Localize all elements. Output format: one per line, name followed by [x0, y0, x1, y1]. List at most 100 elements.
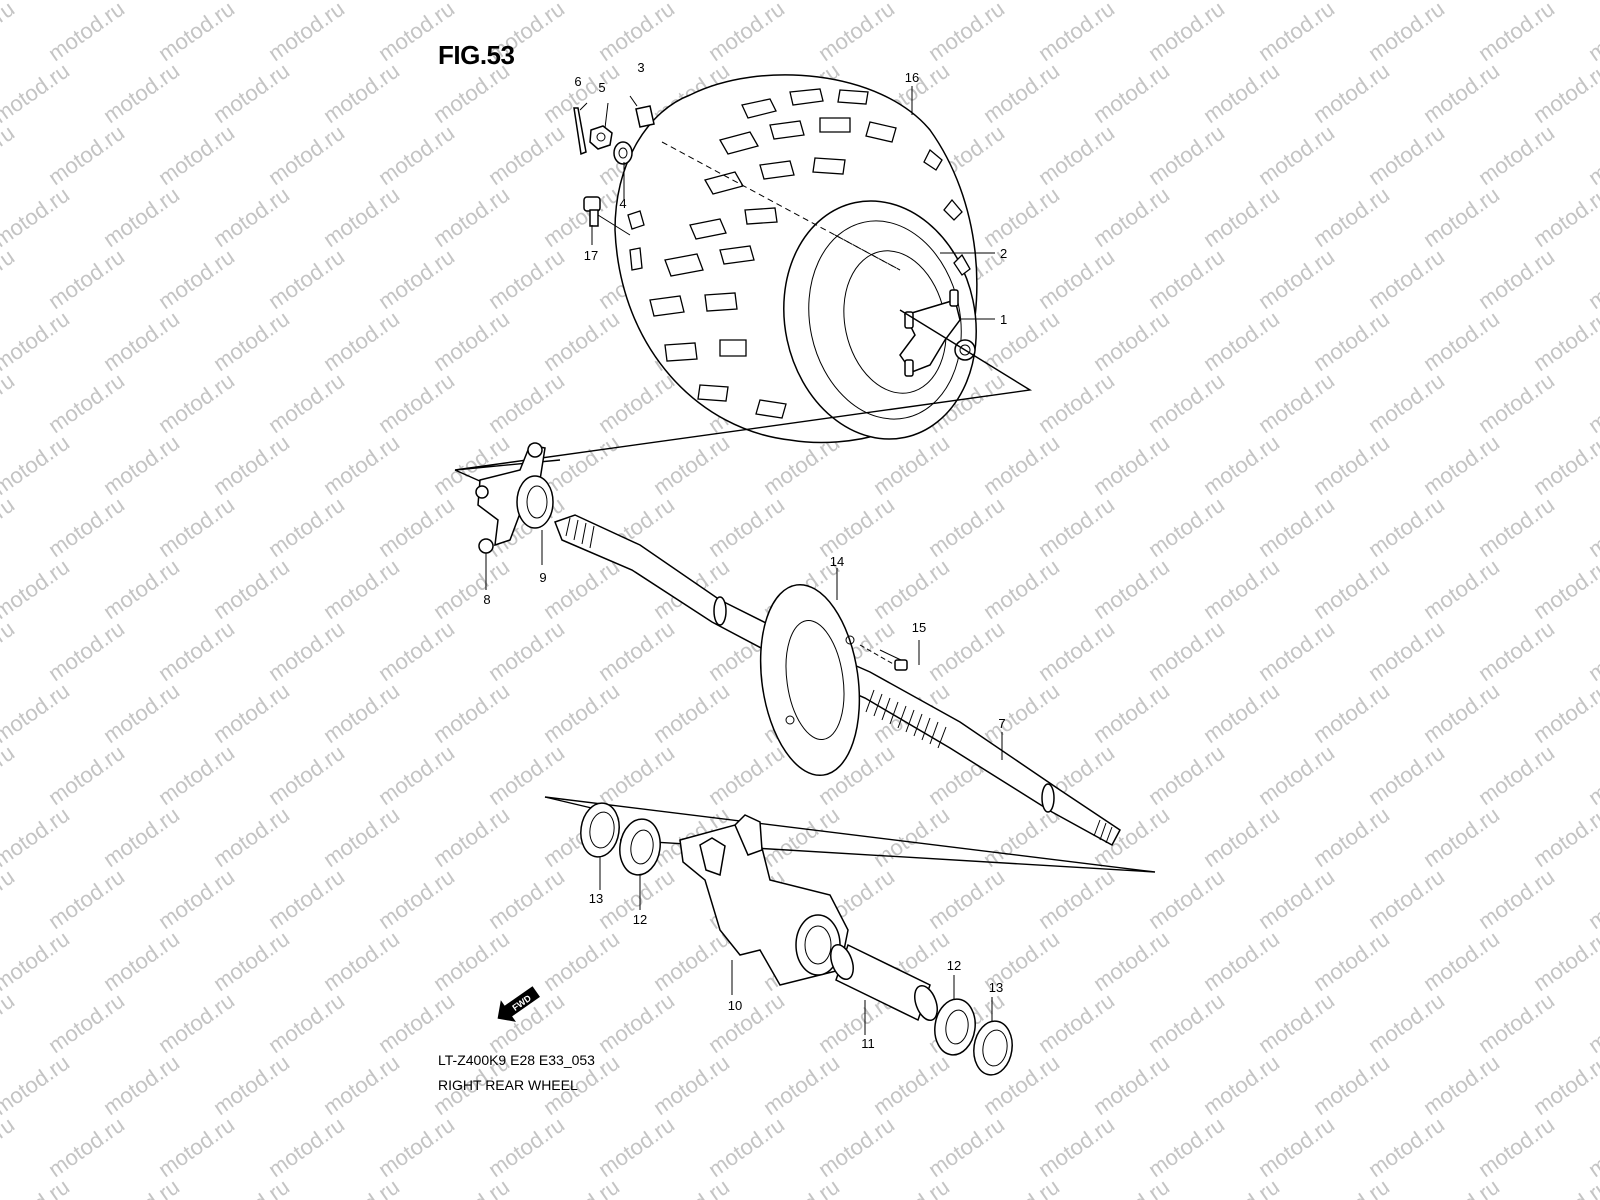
- watermark-text: motod.ru: [1474, 864, 1559, 934]
- watermark-text: motod.ru: [1144, 616, 1229, 686]
- watermark-text: motod.ru: [1364, 492, 1449, 562]
- watermark-text: motod.ru: [1529, 306, 1600, 376]
- watermark-text: motod.ru: [429, 306, 514, 376]
- watermark-text: motod.ru: [539, 678, 624, 748]
- watermark-text: motod.ru: [0, 988, 19, 1058]
- watermark-text: motod.ru: [539, 1174, 624, 1200]
- watermark-text: motod.ru: [1474, 244, 1559, 314]
- watermark-text: motod.ru: [1199, 678, 1284, 748]
- watermark-text: motod.ru: [0, 1112, 19, 1182]
- watermark-text: motod.ru: [1144, 740, 1229, 810]
- bearings: [619, 818, 976, 1056]
- watermark-text: motod.ru: [264, 120, 349, 190]
- watermark-text: motod.ru: [0, 926, 74, 996]
- watermark-text: motod.ru: [154, 368, 239, 438]
- watermark-text: motod.ru: [1034, 120, 1119, 190]
- watermark-text: motod.ru: [209, 306, 294, 376]
- watermark-text: motod.ru: [319, 58, 404, 128]
- watermark-text: motod.ru: [0, 616, 19, 686]
- watermark-text: motod.ru: [539, 554, 624, 624]
- watermark-text: motod.ru: [1419, 1174, 1504, 1200]
- watermark-text: motod.ru: [539, 306, 624, 376]
- watermark-text: motod.ru: [1144, 244, 1229, 314]
- watermark-text: motod.ru: [154, 0, 239, 66]
- watermark-text: motod.ru: [594, 616, 679, 686]
- watermark-text: motod.ru: [594, 988, 679, 1058]
- watermark-text: motod.ru: [484, 616, 569, 686]
- watermark-text: motod.ru: [99, 182, 184, 252]
- watermark-text: motod.ru: [1419, 182, 1504, 252]
- watermark-text: motod.ru: [99, 802, 184, 872]
- watermark-text: motod.ru: [1034, 616, 1119, 686]
- watermark-text: motod.ru: [0, 678, 74, 748]
- callout-12-left: 12: [633, 912, 647, 927]
- watermark-text: motod.ru: [924, 616, 1009, 686]
- watermark-text: motod.ru: [1584, 864, 1600, 934]
- watermark-text: motod.ru: [0, 0, 19, 66]
- tire-tread: [627, 88, 971, 419]
- callout-8: 8: [483, 592, 490, 607]
- watermark-text: motod.ru: [1309, 1174, 1394, 1200]
- watermark-text: motod.ru: [1199, 306, 1284, 376]
- watermark-text: motod.ru: [1254, 120, 1339, 190]
- wheel-hub: [475, 442, 554, 554]
- watermark-text: motod.ru: [99, 1174, 184, 1200]
- wheel-nut: [635, 105, 655, 128]
- watermark-text: motod.ru: [0, 492, 19, 562]
- watermark-text: motod.ru: [1474, 492, 1559, 562]
- watermark-text: motod.ru: [979, 678, 1064, 748]
- watermark-text: motod.ru: [1254, 244, 1339, 314]
- watermark-text: motod.ru: [1089, 926, 1174, 996]
- watermark-text: motod.ru: [1529, 182, 1600, 252]
- watermark-text: motod.ru: [1254, 988, 1339, 1058]
- watermark-text: motod.ru: [1309, 926, 1394, 996]
- cotter-pin: [573, 107, 587, 156]
- watermark-text: motod.ru: [44, 492, 129, 562]
- watermark-text: motod.ru: [1034, 988, 1119, 1058]
- watermark-text: motod.ru: [1419, 802, 1504, 872]
- watermark-text: motod.ru: [484, 864, 569, 934]
- watermark-text: motod.ru: [1529, 1050, 1600, 1120]
- watermark-text: motod.ru: [264, 244, 349, 314]
- watermark-text: motod.ru: [209, 554, 294, 624]
- watermark-text: motod.ru: [594, 368, 679, 438]
- watermark-text: motod.ru: [1474, 368, 1559, 438]
- watermark-text: motod.ru: [1419, 678, 1504, 748]
- callout-9: 9: [539, 570, 546, 585]
- watermark-text: motod.ru: [1034, 368, 1119, 438]
- small-fasteners: [573, 105, 655, 236]
- watermark-text: motod.ru: [1089, 182, 1174, 252]
- spacer-tube: [830, 943, 938, 1022]
- watermark-text: motod.ru: [1199, 1050, 1284, 1120]
- watermark-text: motod.ru: [1584, 1112, 1600, 1182]
- watermark-text: motod.ru: [814, 0, 899, 66]
- valve-stem: [583, 196, 601, 212]
- watermark-text: motod.ru: [869, 1050, 954, 1120]
- tire-assembly: [614, 74, 978, 444]
- watermark-text: motod.ru: [264, 616, 349, 686]
- watermark-text: motod.ru: [1089, 306, 1174, 376]
- watermark-text: motod.ru: [1254, 492, 1339, 562]
- watermark-text: motod.ru: [1199, 926, 1284, 996]
- watermark-text: motod.ru: [1584, 740, 1600, 810]
- watermark-text: motod.ru: [319, 306, 404, 376]
- watermark-text: motod.ru: [209, 430, 294, 500]
- watermark-text: motod.ru: [924, 1112, 1009, 1182]
- axle-spline: [565, 517, 1113, 844]
- watermark-text: motod.ru: [594, 1112, 679, 1182]
- watermark-text: motod.ru: [0, 864, 19, 934]
- watermark-text: motod.ru: [209, 1174, 294, 1200]
- watermark-text: motod.ru: [1254, 616, 1339, 686]
- watermark-text: motod.ru: [374, 244, 459, 314]
- watermark-text: motod.ru: [1254, 0, 1339, 66]
- watermark-text: motod.ru: [924, 492, 1009, 562]
- oil-seals: [580, 802, 1013, 1076]
- watermark-text: motod.ru: [649, 430, 734, 500]
- watermark-text: motod.ru: [319, 678, 404, 748]
- watermark-text: motod.ru: [484, 120, 569, 190]
- watermark-text: motod.ru: [1364, 0, 1449, 66]
- watermark-text: motod.ru: [1364, 864, 1449, 934]
- callout-layer: 1 2 3 4 5 6 7 8 9 10 11 12 12 13 13 14 1…: [483, 60, 1007, 1051]
- watermark-text: motod.ru: [429, 1174, 514, 1200]
